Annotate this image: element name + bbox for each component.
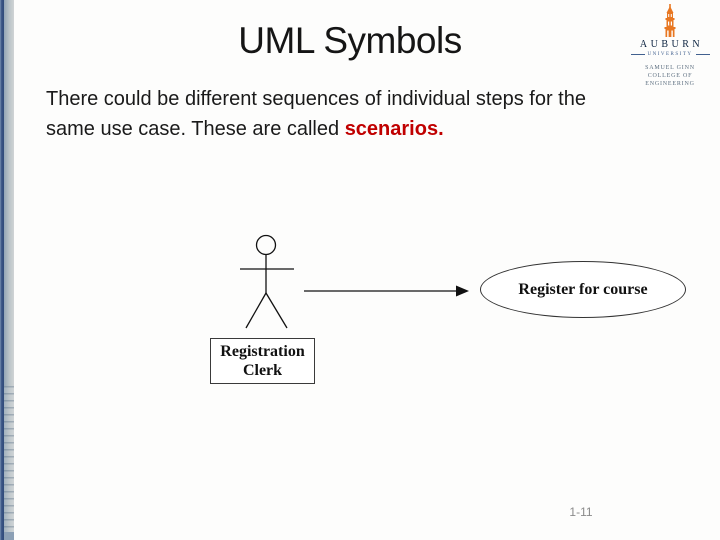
- use-case-label: Register for course: [518, 280, 648, 298]
- logo-right-rule: [695, 54, 710, 55]
- actor-left-leg: [245, 292, 267, 329]
- page-number: 1-11: [569, 505, 593, 519]
- actor-label-line1: Registration: [220, 343, 305, 360]
- body-highlight-scenarios: scenarios.: [344, 118, 444, 140]
- left-edge-footer-block: [4, 532, 14, 540]
- use-case-ellipse: Register for course: [480, 261, 686, 318]
- actor-label-box: Registration Clerk: [210, 338, 315, 384]
- actor-head: [255, 234, 277, 256]
- actor-label-line2: Clerk: [242, 362, 283, 379]
- slide-title: UML Symbols: [238, 20, 462, 61]
- left-edge-ridges: [4, 386, 14, 532]
- logo-university-row: UNIVERSITY: [622, 52, 718, 57]
- left-edge-navy-bar: [0, 0, 4, 540]
- left-edge-stripe: [4, 0, 14, 540]
- logo-institution-name: AUBURN: [639, 39, 704, 50]
- slide-body-text: There could be different sequences of in…: [46, 84, 686, 144]
- arrowhead: [456, 285, 469, 297]
- logo-college-name: SAMUEL GINN COLLEGE OF ENGINEERING: [622, 64, 718, 88]
- logo-college-line1: SAMUEL GINN: [645, 65, 695, 71]
- body-line2: same use case. These are called: [46, 118, 345, 140]
- body-line1: There could be different sequences of in…: [46, 88, 586, 110]
- auburn-university-logo: AUBURN UNIVERSITY SAMUEL GINN COLLEGE OF…: [622, 4, 718, 88]
- actor-right-leg: [265, 292, 288, 329]
- logo-university-text: UNIVERSITY: [647, 52, 693, 57]
- logo-college-line2: COLLEGE OF ENGINEERING: [645, 73, 695, 87]
- auburn-tower-icon: [664, 4, 676, 37]
- logo-left-rule: [630, 54, 645, 55]
